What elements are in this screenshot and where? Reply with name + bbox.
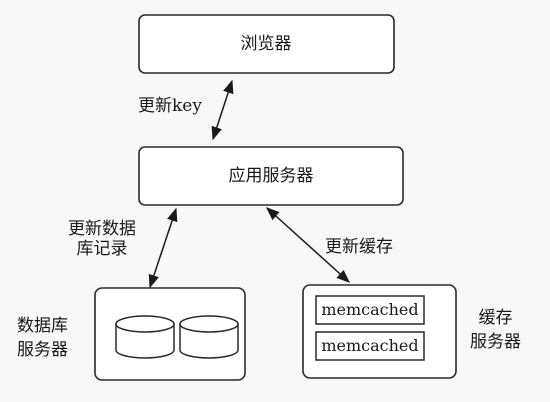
edge-app-db-label: 更新数据 库记录 xyxy=(68,219,136,259)
memcached-box xyxy=(315,331,425,361)
db-server-caption-line: 数据库 xyxy=(17,316,68,336)
database-cylinder-icon xyxy=(115,315,175,359)
edge-app-db-label-line: 更新数据 xyxy=(68,219,136,239)
cache-server-caption-line: 服务器 xyxy=(470,332,521,352)
database-cylinder-icon xyxy=(179,315,239,359)
edge-app-cache-arrow xyxy=(265,207,351,283)
memcached-box xyxy=(315,295,425,325)
edge-browser-app-arrow xyxy=(211,79,234,141)
edge-app-db-label-line: 库记录 xyxy=(76,239,128,259)
app-server-label: 应用服务器 xyxy=(228,166,314,186)
memcached-label: memcached xyxy=(321,300,419,319)
edge-app-db-arrow xyxy=(148,207,178,289)
cache-server-caption: 缓存 服务器 xyxy=(470,306,521,354)
app-server-node xyxy=(138,146,404,206)
browser-node xyxy=(138,14,395,74)
db-server-caption-line: 服务器 xyxy=(17,340,68,360)
memcached-label: memcached xyxy=(321,336,419,355)
edge-app-cache-label: 更新缓存 xyxy=(325,237,393,257)
browser-label: 浏览器 xyxy=(240,34,292,54)
cache-server-caption-line: 缓存 xyxy=(478,308,513,328)
db-server-caption: 数据库 服务器 xyxy=(17,314,68,362)
edge-browser-app-label: 更新key xyxy=(138,96,202,116)
